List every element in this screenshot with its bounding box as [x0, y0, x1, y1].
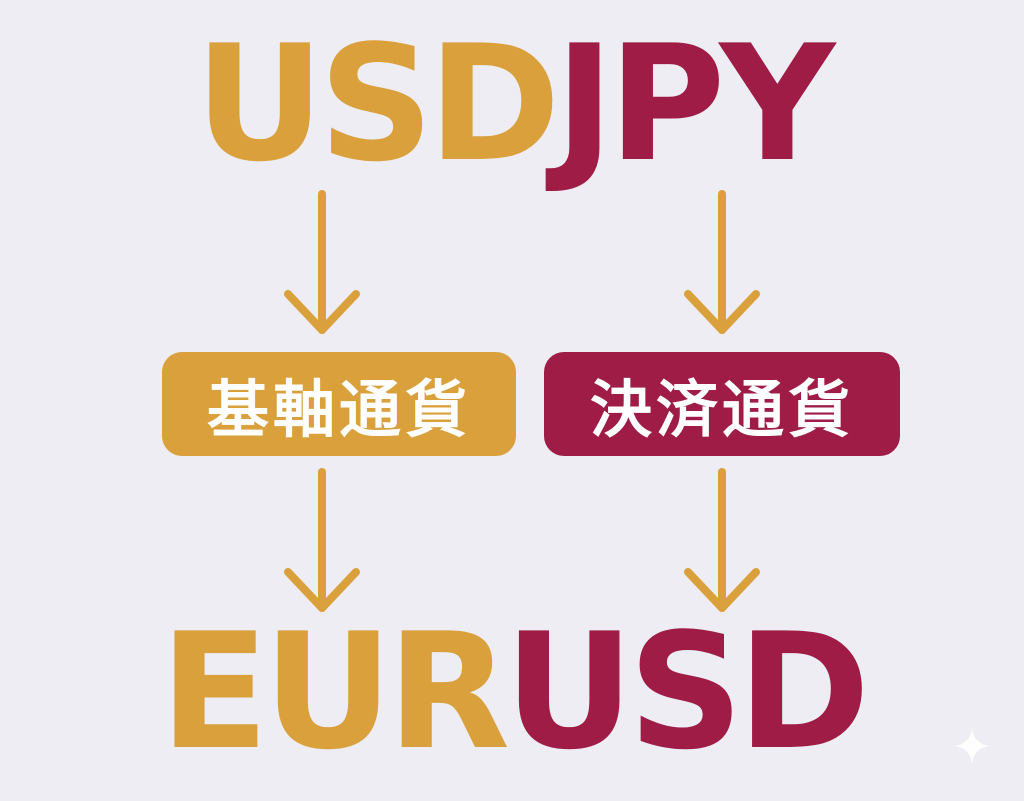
quote-currency-label: 決済通貨 [544, 352, 900, 456]
bottom-currency-pair: EURUSD [0, 612, 1024, 772]
arrow-down-icon [282, 468, 362, 618]
base-currency-label-text: 基軸通貨 [206, 373, 471, 446]
top-base-currency-code: USD [194, 10, 561, 197]
quote-currency-label-text: 決済通貨 [589, 373, 854, 446]
arrow-down-icon [282, 190, 362, 340]
arrow-down-icon [682, 468, 762, 618]
top-currency-pair: USDJPY [0, 24, 1024, 184]
top-quote-currency-code: JPY [554, 10, 836, 197]
bottom-quote-currency-code: USD [504, 598, 870, 785]
arrow-down-icon [682, 190, 762, 340]
base-currency-label: 基軸通貨 [162, 352, 516, 456]
sparkle-icon [952, 726, 992, 766]
bottom-base-currency-code: EUR [159, 598, 510, 785]
